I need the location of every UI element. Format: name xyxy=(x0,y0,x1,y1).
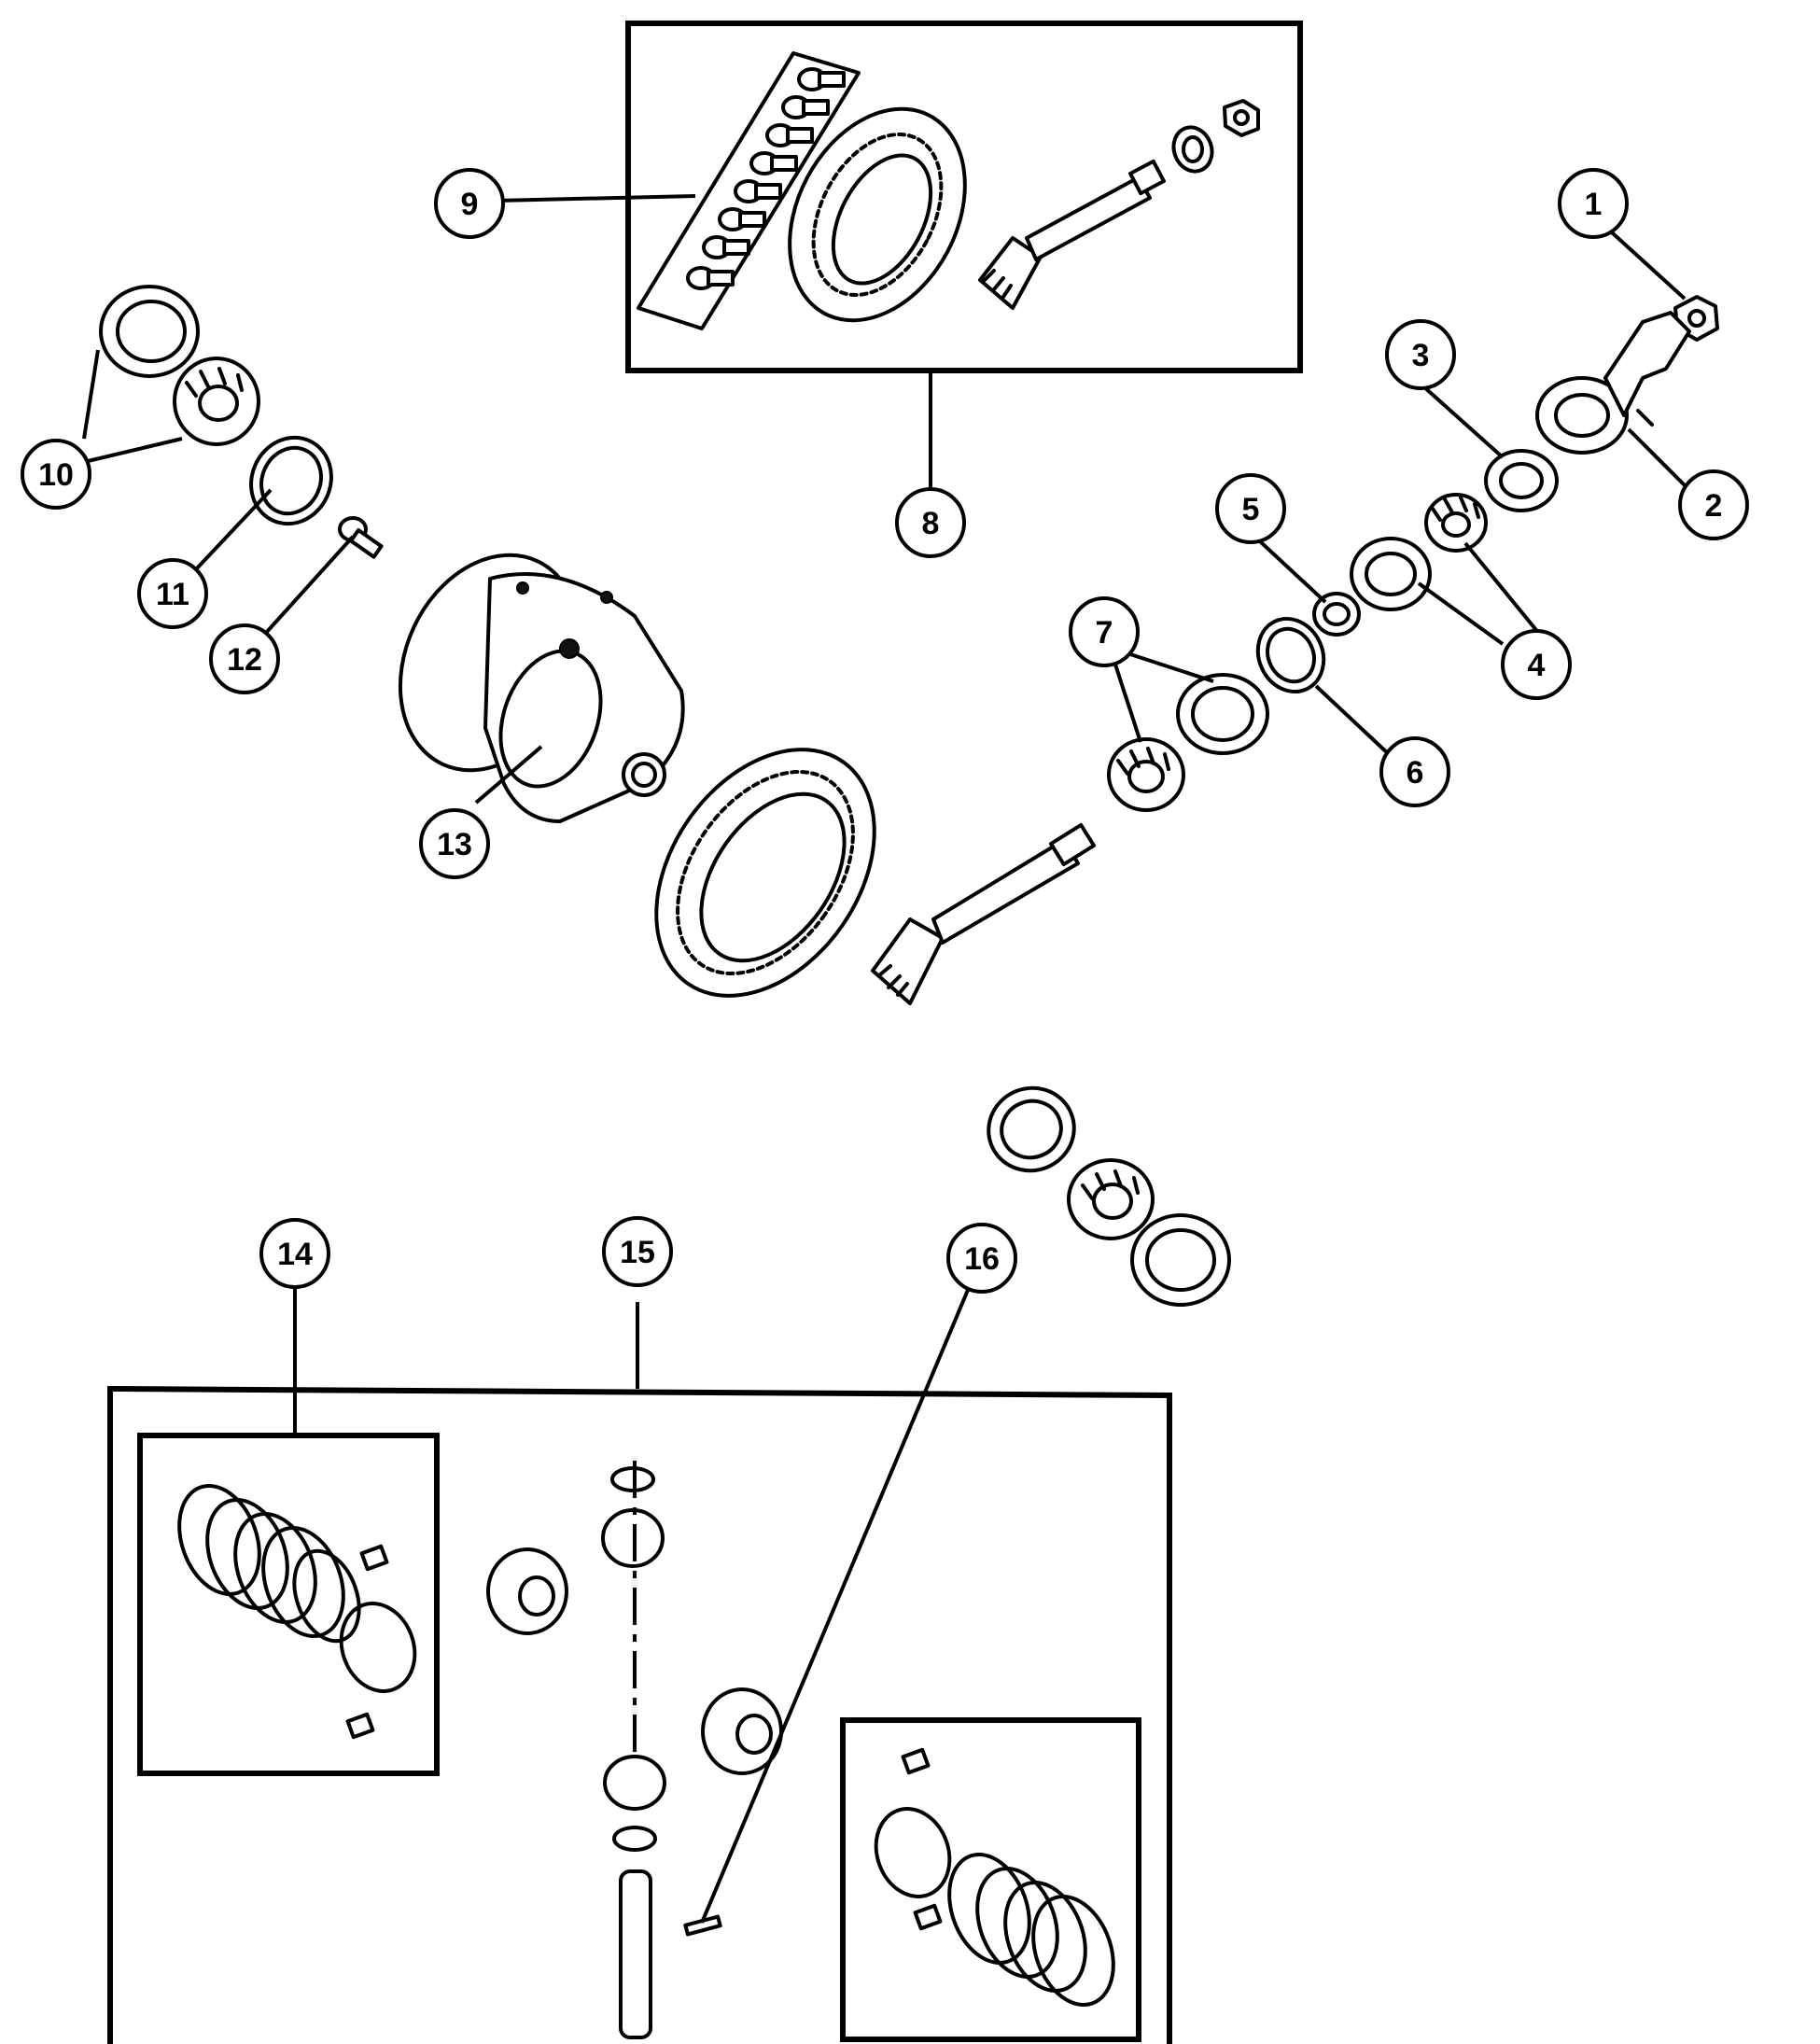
svg-text:8: 8 xyxy=(922,506,940,541)
svg-text:13: 13 xyxy=(437,827,472,862)
callout-8: 8 xyxy=(895,487,966,558)
svg-text:12: 12 xyxy=(227,642,262,678)
ring-pinion-kit-box xyxy=(625,21,1303,490)
pinion-depth-shim xyxy=(1255,617,1326,693)
collapsible-spacer xyxy=(1312,592,1361,637)
svg-text:5: 5 xyxy=(1242,492,1260,527)
inner-pinion-bearing xyxy=(1107,673,1269,812)
ring-gear-kit xyxy=(788,106,967,323)
callout-1: 1 xyxy=(1558,168,1629,239)
clutch-pack-left xyxy=(177,1483,417,1740)
callout-6: 6 xyxy=(1379,736,1450,807)
callout-3: 3 xyxy=(1385,319,1456,390)
leader-lines xyxy=(82,194,1691,805)
callout-7: 7 xyxy=(1069,596,1140,667)
pinion-kit xyxy=(978,159,1166,310)
callout-5: 5 xyxy=(1215,473,1286,544)
callout-11: 11 xyxy=(137,558,208,629)
callout-13: 13 xyxy=(419,808,490,879)
callout-12: 12 xyxy=(209,623,280,694)
differential-case xyxy=(398,553,685,823)
washer-kit xyxy=(1171,125,1214,174)
svg-text:15: 15 xyxy=(620,1235,655,1270)
outer-pinion-bearing xyxy=(1350,493,1488,611)
callout-2: 2 xyxy=(1678,469,1749,540)
callout-4: 4 xyxy=(1501,629,1572,700)
svg-text:7: 7 xyxy=(1096,615,1113,651)
svg-text:14: 14 xyxy=(277,1237,313,1272)
bolt-icons xyxy=(686,67,846,290)
drive-pinion xyxy=(871,822,1097,1005)
svg-text:9: 9 xyxy=(461,187,479,222)
callout-16: 16 xyxy=(946,1223,1017,1294)
pinion-seal xyxy=(1484,449,1559,512)
bolt-strip xyxy=(637,51,861,330)
pinion-yoke xyxy=(1535,311,1691,455)
pinion-mate-gears xyxy=(601,1461,666,1852)
differential-bearing-left xyxy=(99,285,260,446)
callout-10: 10 xyxy=(21,439,91,510)
lock-pin xyxy=(683,1282,973,1937)
side-gear-left xyxy=(486,1547,568,1635)
ring-gear xyxy=(654,748,876,998)
side-gear-right xyxy=(701,1687,783,1775)
pinion-shaft xyxy=(619,1869,652,2039)
case-bolt xyxy=(338,516,384,559)
svg-text:3: 3 xyxy=(1412,338,1430,373)
differential-shim-left xyxy=(249,435,333,526)
svg-text:4: 4 xyxy=(1528,648,1546,683)
svg-text:11: 11 xyxy=(156,577,189,612)
callout-14: 14 xyxy=(259,1218,330,1289)
svg-text:16: 16 xyxy=(964,1241,1000,1277)
svg-text:10: 10 xyxy=(38,457,74,493)
svg-text:6: 6 xyxy=(1407,755,1424,791)
differential-bearing-right xyxy=(987,1085,1231,1307)
callout-9: 9 xyxy=(434,168,505,239)
svg-text:1: 1 xyxy=(1585,187,1603,222)
nut-kit xyxy=(1223,99,1260,137)
clutch-pack-right xyxy=(874,1747,1115,2008)
callout-15: 15 xyxy=(602,1216,673,1287)
svg-text:2: 2 xyxy=(1705,488,1723,524)
differential-internals-box xyxy=(107,1282,1172,2044)
